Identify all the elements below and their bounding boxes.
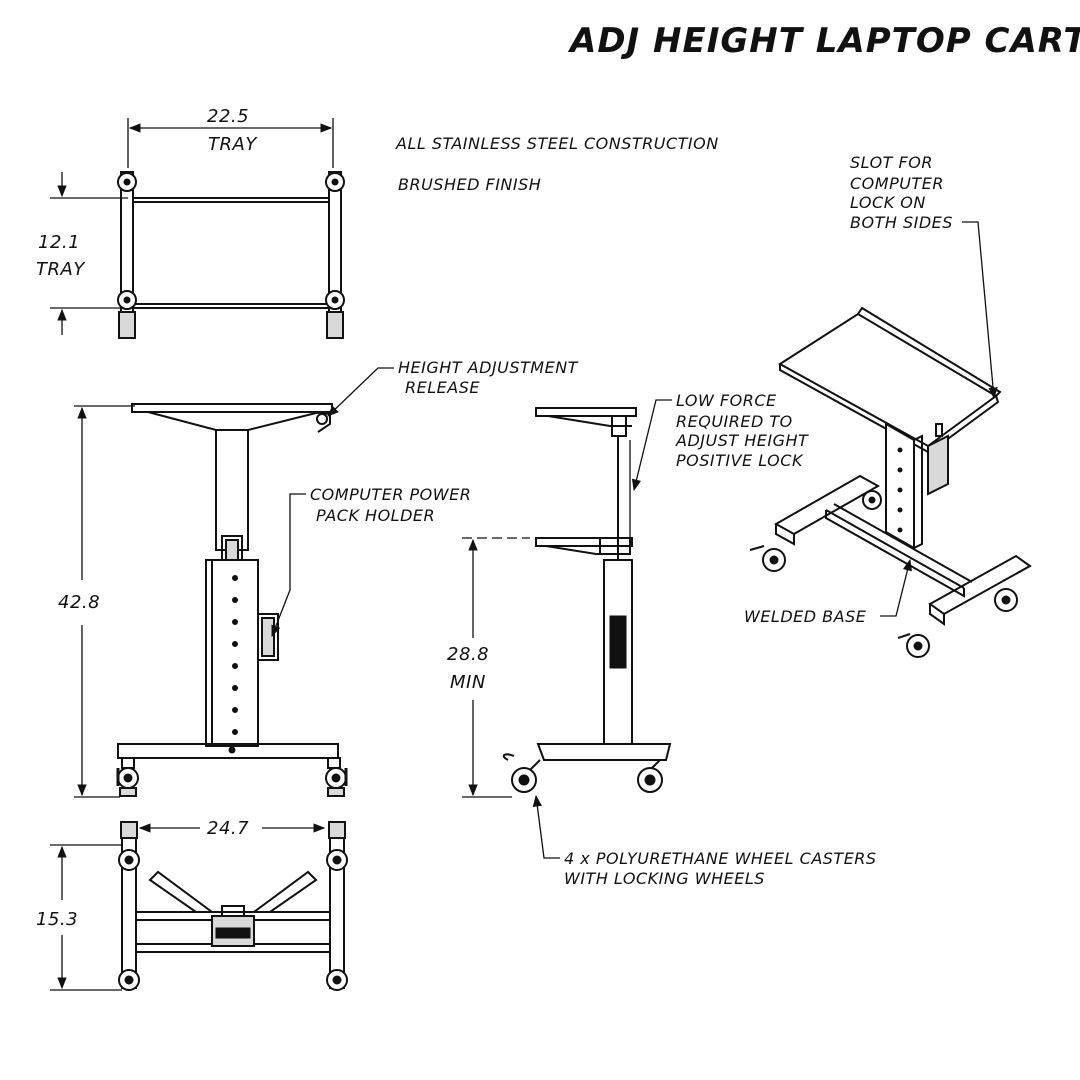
note-finish: BRUSHED FINISH xyxy=(398,175,541,194)
dim-min-height: 28.8 xyxy=(447,644,489,665)
note-construction: ALL STAINLESS STEEL CONSTRUCTION xyxy=(395,134,719,153)
label-slot-4: BOTH SIDES xyxy=(850,213,953,232)
callout-welded-base: WELDED BASE xyxy=(744,558,912,626)
label-casters-2: WITH LOCKING WHEELS xyxy=(564,869,765,888)
label-low-force-2: REQUIRED TO xyxy=(676,412,793,431)
callout-slot: SLOT FOR COMPUTER LOCK ON BOTH SIDES xyxy=(850,153,998,400)
side-view-min: 28.8 MIN xyxy=(447,407,672,798)
label-casters-1: 4 x POLYURETHANE WHEEL CASTERS xyxy=(564,849,877,868)
bottom-view: 24.7 15.3 xyxy=(36,818,348,991)
label-low-force-1: LOW FORCE xyxy=(676,391,777,410)
label-slot-3: LOCK ON xyxy=(850,193,926,212)
dim-min-height-label: MIN xyxy=(450,672,486,693)
callout-low-force: LOW FORCE REQUIRED TO ADJUST HEIGHT POSI… xyxy=(631,391,809,492)
label-welded-base: WELDED BASE xyxy=(744,607,867,626)
label-height-release-1: HEIGHT ADJUSTMENT xyxy=(398,358,579,377)
dim-tray-depth: 12.1 xyxy=(38,232,80,253)
callout-height-release: HEIGHT ADJUSTMENT RELEASE xyxy=(327,358,579,417)
label-slot-2: COMPUTER xyxy=(850,174,944,193)
dim-max-height: 42.8 xyxy=(58,592,100,613)
dim-tray-width: 22.5 xyxy=(207,106,249,127)
label-height-release-2: RELEASE xyxy=(405,378,480,397)
dim-base-depth: 15.3 xyxy=(36,909,78,930)
dim-tray-depth-label: TRAY xyxy=(36,259,86,280)
isometric-view xyxy=(749,306,1032,658)
dim-base-width: 24.7 xyxy=(207,818,249,839)
callout-casters: 4 x POLYURETHANE WHEEL CASTERS WITH LOCK… xyxy=(532,794,877,888)
label-low-force-3: ADJUST HEIGHT xyxy=(675,431,809,450)
front-view-max: 42.8 xyxy=(58,403,348,798)
callout-power-pack: COMPUTER POWER PACK HOLDER xyxy=(271,485,471,638)
drawing-title: ADJ HEIGHT LAPTOP CART xyxy=(567,21,1080,61)
label-power-pack-1: COMPUTER POWER xyxy=(310,485,471,504)
label-low-force-4: POSITIVE LOCK xyxy=(676,451,804,470)
dim-tray-width-label: TRAY xyxy=(208,134,258,155)
label-slot-1: SLOT FOR xyxy=(850,153,933,172)
label-power-pack-2: PACK HOLDER xyxy=(316,506,435,525)
top-view: 22.5 TRAY 12.1 TRAY xyxy=(36,106,345,339)
